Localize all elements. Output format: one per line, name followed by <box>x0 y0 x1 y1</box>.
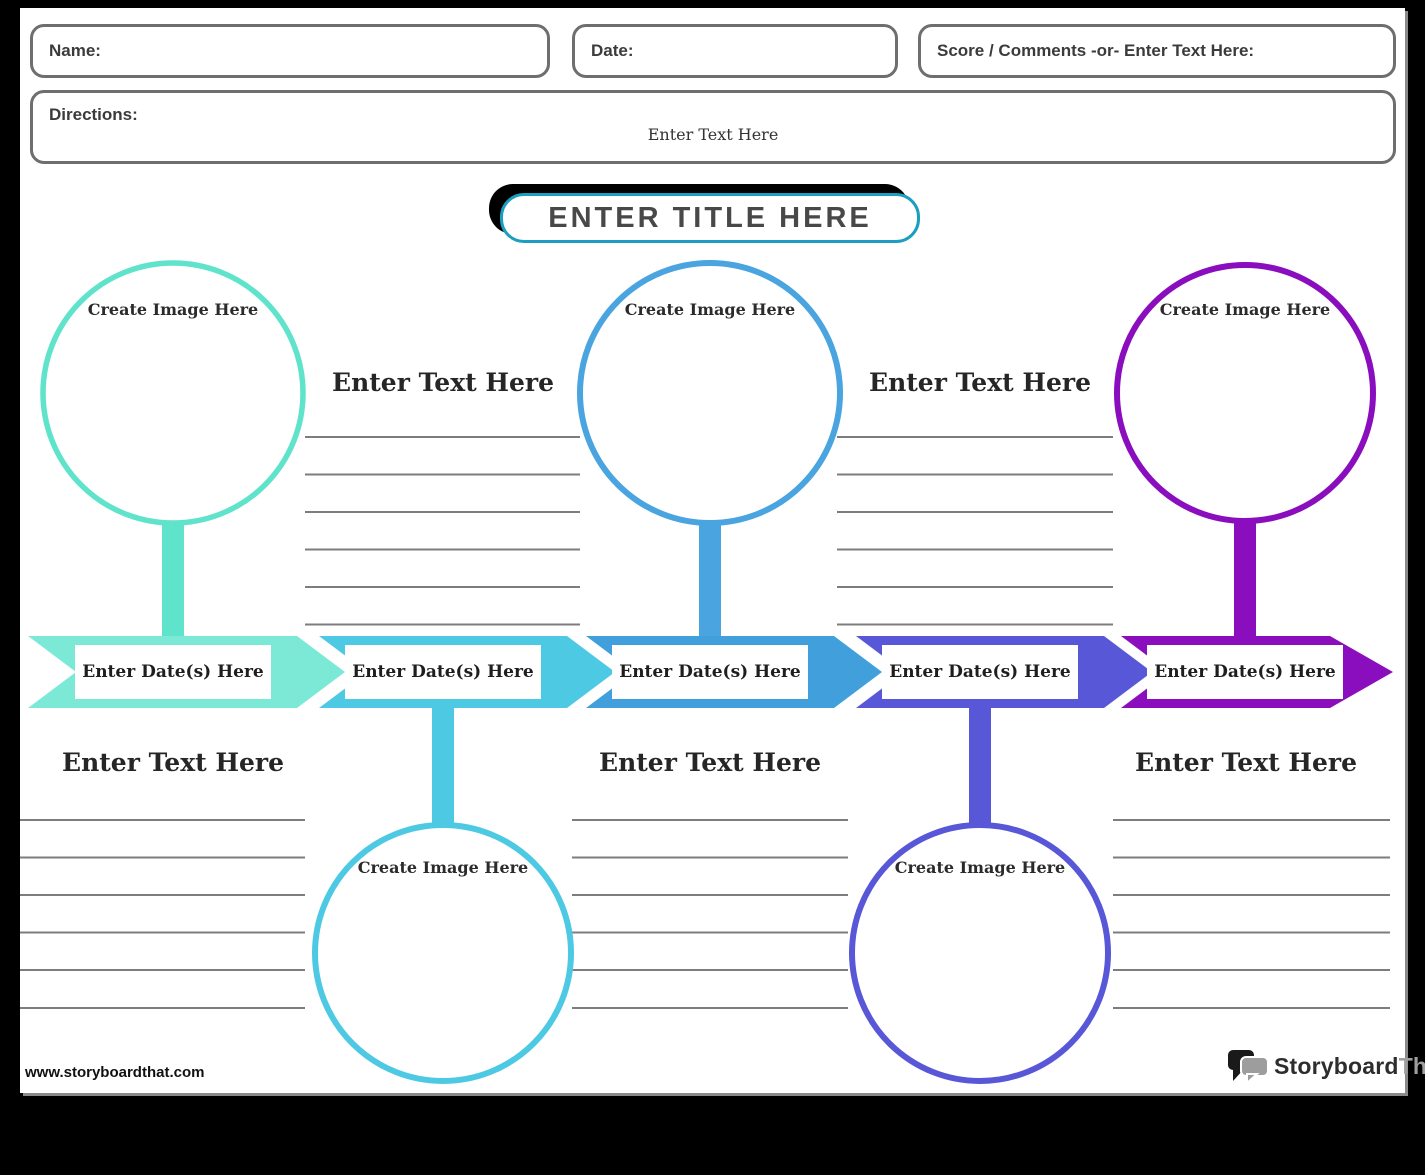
date-box-3[interactable]: Enter Date(s) Here <box>612 645 808 699</box>
score-comments-field[interactable]: Score / Comments -or- Enter Text Here: <box>918 24 1396 78</box>
connector-stem-3 <box>699 505 721 665</box>
directions-placeholder-text: Enter Text Here <box>647 125 779 144</box>
writing-lines-top-right <box>837 436 1113 626</box>
storyboardthat-logo: StoryboardThat <box>1228 1046 1425 1086</box>
writing-lines-bottom-left <box>20 819 305 1009</box>
date-box-1[interactable]: Enter Date(s) Here <box>75 645 271 699</box>
image-circle-5[interactable] <box>1114 262 1376 524</box>
image-circle-3[interactable] <box>577 260 843 526</box>
connector-stem-1 <box>162 505 184 665</box>
connector-stem-2 <box>432 680 454 840</box>
date-box-label-2: Enter Date(s) Here <box>352 662 534 682</box>
website-url: www.storyboardthat.com <box>25 1064 205 1081</box>
date-box-label-4: Enter Date(s) Here <box>889 662 1071 682</box>
image-placeholder-label-4: Create Image Here <box>894 858 1066 877</box>
text-area-heading-1[interactable]: Enter Text Here <box>62 748 284 777</box>
text-area-heading-5[interactable]: Enter Text Here <box>1135 748 1357 777</box>
writing-lines-top-left <box>305 436 580 626</box>
text-area-heading-3[interactable]: Enter Text Here <box>599 748 821 777</box>
text-area-heading-4[interactable]: Enter Text Here <box>869 368 1091 397</box>
date-box-2[interactable]: Enter Date(s) Here <box>345 645 541 699</box>
directions-field[interactable]: Directions: Enter Text Here <box>30 90 1396 164</box>
image-placeholder-label-2: Create Image Here <box>357 858 529 877</box>
date-field[interactable]: Date: <box>572 24 898 78</box>
image-placeholder-label-5: Create Image Here <box>1159 300 1331 319</box>
image-circle-1[interactable] <box>40 260 306 526</box>
logo-wordmark: StoryboardThat <box>1274 1052 1425 1079</box>
date-box-label-5: Enter Date(s) Here <box>1154 662 1336 682</box>
text-area-heading-2[interactable]: Enter Text Here <box>332 368 554 397</box>
name-label: Name: <box>49 41 101 60</box>
date-label: Date: <box>591 41 634 60</box>
score-comments-label: Score / Comments -or- Enter Text Here: <box>937 41 1255 60</box>
writing-lines-bottom-middle <box>572 819 848 1009</box>
date-box-5[interactable]: Enter Date(s) Here <box>1147 645 1343 699</box>
connector-stem-5 <box>1234 505 1256 665</box>
image-circle-4[interactable] <box>849 822 1111 1084</box>
title-text: ENTER TITLE HERE <box>548 201 872 234</box>
image-placeholder-label-1: Create Image Here <box>87 300 259 319</box>
image-placeholder-label-3: Create Image Here <box>624 300 796 319</box>
directions-label: Directions: <box>49 105 138 124</box>
date-box-label-3: Enter Date(s) Here <box>619 662 801 682</box>
date-box-label-1: Enter Date(s) Here <box>82 662 264 682</box>
name-field[interactable]: Name: <box>30 24 550 78</box>
date-box-4[interactable]: Enter Date(s) Here <box>882 645 1078 699</box>
writing-lines-bottom-right <box>1113 819 1390 1009</box>
image-circle-2[interactable] <box>312 822 574 1084</box>
connector-stem-4 <box>969 680 991 840</box>
speech-bubbles-icon <box>1228 1050 1269 1084</box>
title-input[interactable]: ENTER TITLE HERE <box>500 193 920 243</box>
